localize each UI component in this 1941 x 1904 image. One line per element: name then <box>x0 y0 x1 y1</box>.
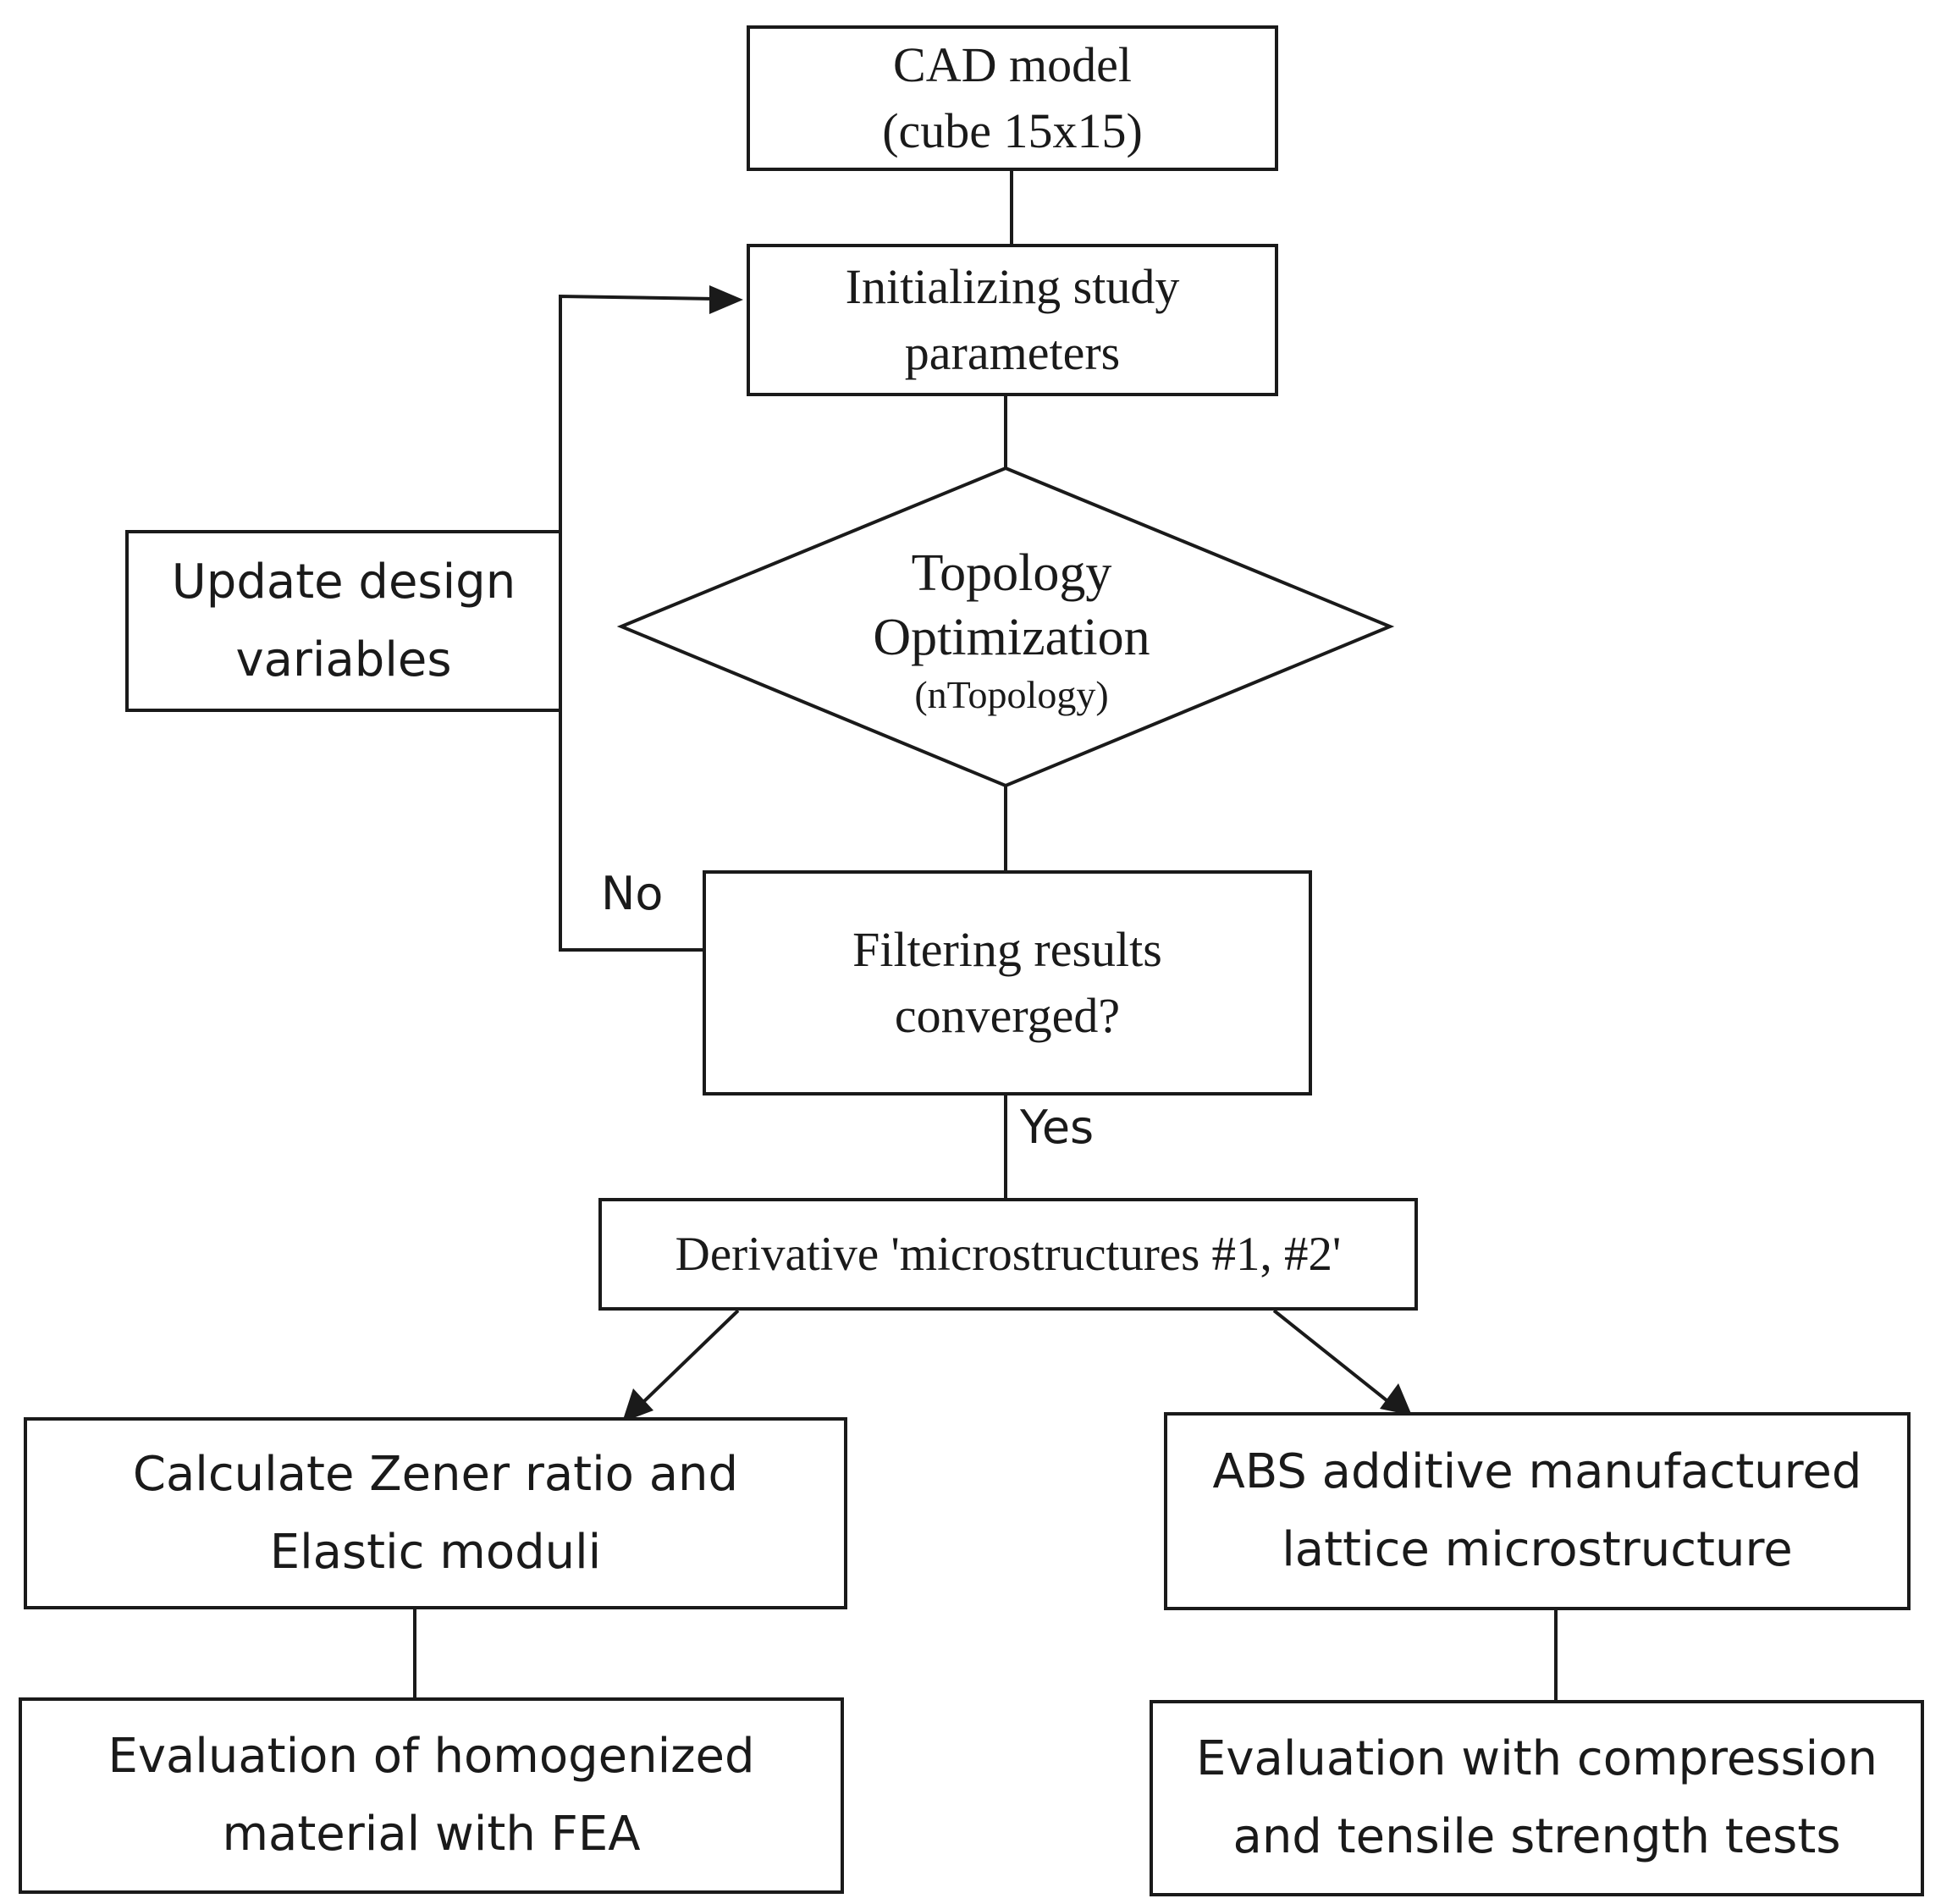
edge-label-yes: Yes <box>1020 1101 1095 1154</box>
update-vars-line-2: variables <box>235 632 452 687</box>
cad-model-line-2: (cube 15x15) <box>882 103 1143 158</box>
zener-line-2: Elastic moduli <box>269 1524 602 1580</box>
abs-line-2: lattice microstructure <box>1282 1522 1793 1577</box>
topology-optimization-label: Topology Optimization (nTopology) <box>745 525 1278 737</box>
zener-line-1: Calculate Zener ratio and <box>132 1446 739 1502</box>
topology-subtitle: (nTopology) <box>914 673 1109 716</box>
tests-line-1: Evaluation with compression <box>1196 1731 1878 1786</box>
cad-model-box: CAD model (cube 15x15) <box>747 25 1278 171</box>
abs-manufactured-box: ABS additive manufactured lattice micros… <box>1164 1412 1911 1610</box>
zener-ratio-box: Calculate Zener ratio and Elastic moduli <box>24 1417 847 1609</box>
init-params-box: Initializing study parameters <box>747 244 1278 396</box>
cad-model-line-1: CAD model <box>893 37 1132 92</box>
fea-line-1: Evaluation of homogenized <box>108 1729 755 1784</box>
connector-derivative-to-abs <box>1272 1309 1388 1402</box>
tests-line-2: and tensile strength tests <box>1232 1809 1841 1864</box>
filtering-line-2: converged? <box>894 988 1121 1043</box>
derivative-microstructures-box: Derivative 'microstructures #1, #2' <box>598 1198 1418 1311</box>
update-design-variables-box: Update design variables <box>125 530 562 712</box>
derivative-text: Derivative 'microstructures #1, #2' <box>675 1227 1342 1281</box>
fea-line-2: material with FEA <box>222 1807 641 1862</box>
strength-tests-box: Evaluation with compression and tensile … <box>1150 1700 1924 1896</box>
topology-line-2: Optimization <box>873 609 1150 666</box>
filtering-results-box: Filtering results converged? <box>703 870 1312 1095</box>
edge-label-no: No <box>601 867 664 920</box>
topology-line-1: Topology <box>911 544 1112 602</box>
fea-evaluation-box: Evaluation of homogenized material with … <box>19 1697 844 1894</box>
init-params-line-1: Initializing study <box>845 259 1180 314</box>
init-params-line-2: parameters <box>904 325 1121 380</box>
abs-line-1: ABS additive manufactured <box>1212 1444 1862 1499</box>
filtering-line-1: Filtering results <box>852 922 1162 977</box>
update-vars-line-1: Update design <box>171 554 516 610</box>
arrowhead-loop-back <box>709 285 743 314</box>
arrowhead-to-abs <box>1380 1383 1412 1416</box>
arrowhead-to-zener <box>622 1388 653 1422</box>
connector-derivative-to-zener <box>640 1309 740 1405</box>
topology-optimization-diamond <box>616 466 1395 788</box>
